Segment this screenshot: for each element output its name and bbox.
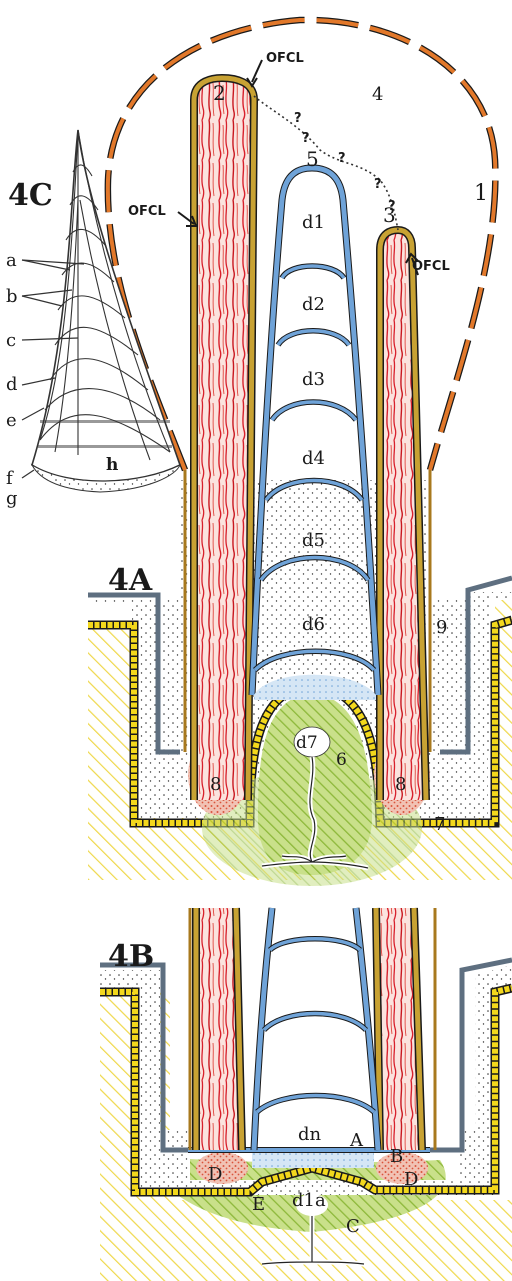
- label-D-right: D: [404, 1169, 418, 1190]
- panel-label-4a: 4A: [108, 563, 153, 598]
- label-c-c: c: [6, 330, 16, 351]
- label-d4: d4: [302, 448, 325, 469]
- label-d1a: d1a: [292, 1190, 326, 1211]
- label-q4: ?: [374, 177, 382, 192]
- label-B: B: [390, 1146, 403, 1167]
- label-8-right: 8: [395, 774, 406, 795]
- speculative-path: [254, 96, 398, 230]
- label-E: E: [252, 1194, 265, 1215]
- label-6: 6: [336, 750, 347, 770]
- panel-4b: [100, 908, 512, 1281]
- label-q2: ?: [302, 131, 310, 146]
- label-c-e: e: [6, 410, 17, 431]
- label-c-b: b: [6, 286, 18, 307]
- label-d3: d3: [302, 369, 325, 390]
- label-c-d: d: [6, 374, 18, 395]
- label-c-g: g: [6, 488, 18, 509]
- label-d5: d5: [302, 530, 325, 551]
- label-c-f: f: [6, 468, 14, 489]
- label-D-left: D: [208, 1164, 222, 1185]
- label-q3: ?: [338, 151, 346, 166]
- label-c-h: h: [106, 455, 118, 475]
- label-9: 9: [436, 617, 447, 638]
- label-d6: d6: [302, 614, 325, 635]
- panel-label-4b: 4B: [108, 939, 154, 974]
- label-q1: ?: [294, 111, 302, 126]
- label-c-a: a: [6, 250, 17, 271]
- label-d2: d2: [302, 294, 325, 315]
- label-7: 7: [434, 814, 445, 835]
- label-d7: d7: [296, 733, 318, 753]
- label-5: 5: [306, 147, 319, 171]
- label-ofcl-top: OFCL: [266, 51, 304, 66]
- panel-label-4c: 4C: [8, 178, 53, 213]
- label-dn: dn: [298, 1124, 322, 1145]
- label-q5: ?: [388, 199, 396, 214]
- label-4: 4: [372, 84, 383, 105]
- label-8-left: 8: [210, 774, 221, 795]
- label-A: A: [349, 1130, 364, 1151]
- label-ofcl-right: OFCL: [412, 259, 450, 274]
- label-d1: d1: [302, 212, 325, 233]
- label-ofcl-left: OFCL: [128, 204, 166, 219]
- label-C: C: [346, 1216, 360, 1237]
- label-1: 1: [474, 181, 488, 206]
- label-2: 2: [213, 81, 226, 105]
